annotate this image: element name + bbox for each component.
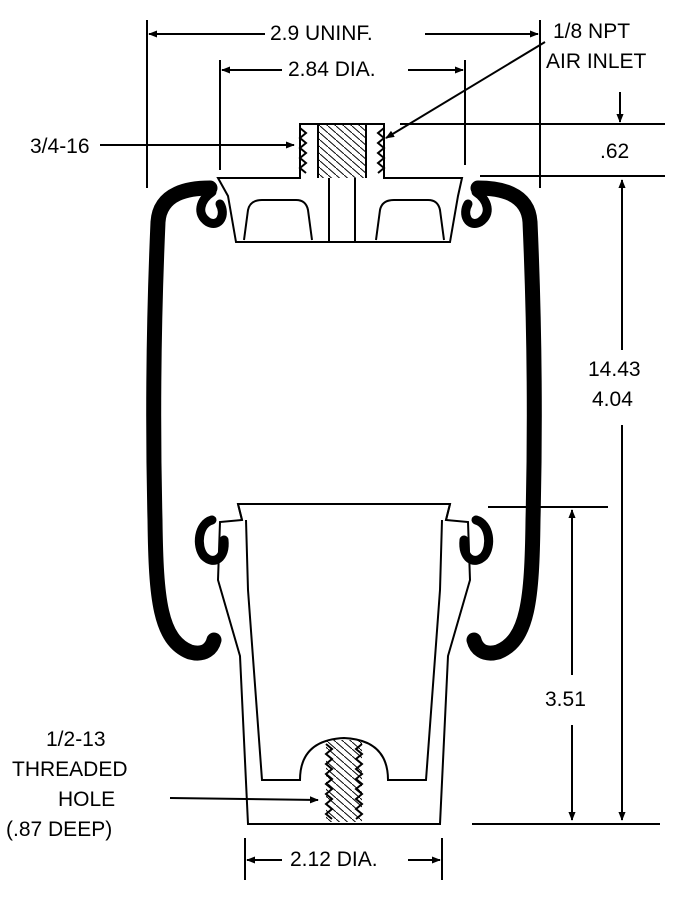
label-air-inlet-1: 1/8 NPT — [553, 20, 631, 44]
bellows-right — [466, 180, 542, 661]
bead-bottom-left — [194, 515, 229, 565]
bead-top-right — [461, 187, 492, 228]
label-piston-height: 3.51 — [545, 688, 586, 712]
label-height-2: 4.04 — [592, 388, 633, 412]
label-top-thread: 3/4-16 — [30, 135, 90, 159]
label-air-inlet-2: AIR INLET — [546, 50, 647, 74]
label-hole-2: THREADED — [12, 758, 128, 782]
label-overall-width: 2.9 UNINF. — [270, 22, 373, 46]
rubber-bellows — [146, 180, 542, 661]
label-height-1: 14.43 — [588, 358, 641, 382]
air-inlet-leader — [385, 41, 546, 139]
label-hole-3: HOLE — [58, 788, 116, 812]
hole-leader — [169, 796, 319, 804]
dimension-lines — [100, 20, 665, 880]
label-inlet-height: .62 — [600, 140, 630, 164]
label-bottom-dia: 2.12 DIA. — [290, 848, 378, 872]
bellows-left — [146, 180, 222, 661]
label-hole-4: (.87 DEEP) — [6, 818, 113, 842]
piston — [216, 503, 472, 825]
label-top-plate-dia: 2.84 DIA. — [288, 58, 376, 82]
top-plate — [216, 123, 464, 243]
bead-bottom-right — [459, 515, 494, 565]
bead-top-left — [196, 187, 227, 228]
piston-threaded-hole — [324, 740, 364, 822]
inlet-thread — [298, 124, 386, 178]
label-hole-1: 1/2-13 — [46, 728, 106, 752]
